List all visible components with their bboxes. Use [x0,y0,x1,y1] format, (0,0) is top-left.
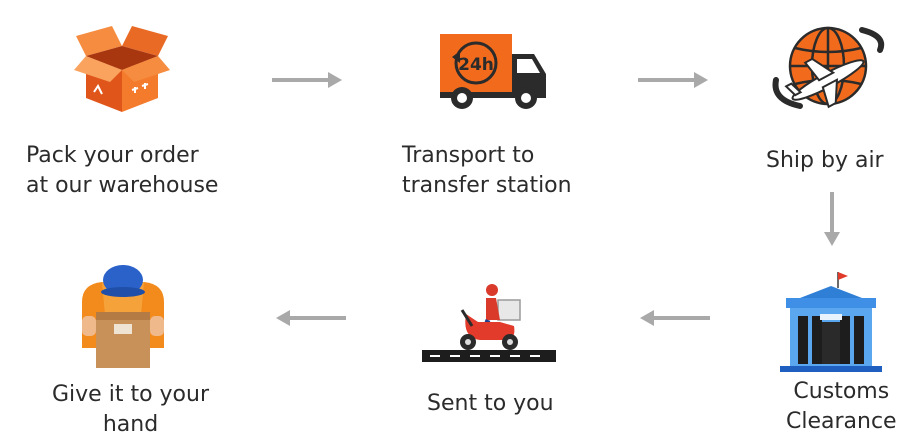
globe-airplane-icon [770,22,886,118]
step-label-line: Give it to your [52,382,209,407]
step-label-line: Pack your order [26,143,199,168]
step-label-sent: Sent to you [427,389,554,419]
step-label-line: Clearance [786,409,897,434]
step-label-line: Sent to you [427,391,554,416]
right-arrow-icon [272,72,344,92]
courier-holding-box-icon [78,262,168,372]
step-label-customs: Customs Clearance [786,377,897,437]
step-label-pack: Pack your order at our warehouse [26,141,218,201]
delivery-truck-24h-icon: 24h [438,32,550,112]
left-arrow-icon [274,310,346,330]
scooter-courier-icon [422,280,556,364]
step-label-line: Transport to [402,143,535,168]
step-label-line: at our warehouse [26,173,219,198]
step-label-line: Ship by air [766,148,884,173]
step-label-air: Ship by air [766,146,884,176]
step-label-give: Give it to your hand [52,380,209,440]
step-label-line: Customs [793,379,890,404]
step-label-line: hand [102,412,159,437]
right-arrow-icon [638,72,710,92]
step-label-transport: Transport to transfer station [402,141,572,201]
left-arrow-icon [638,310,710,330]
customs-building-icon [776,268,886,376]
truck-badge-text: 24h [458,55,494,75]
step-label-line: transfer station [402,173,572,198]
down-arrow-icon [824,192,840,252]
open-box-icon [72,22,172,114]
